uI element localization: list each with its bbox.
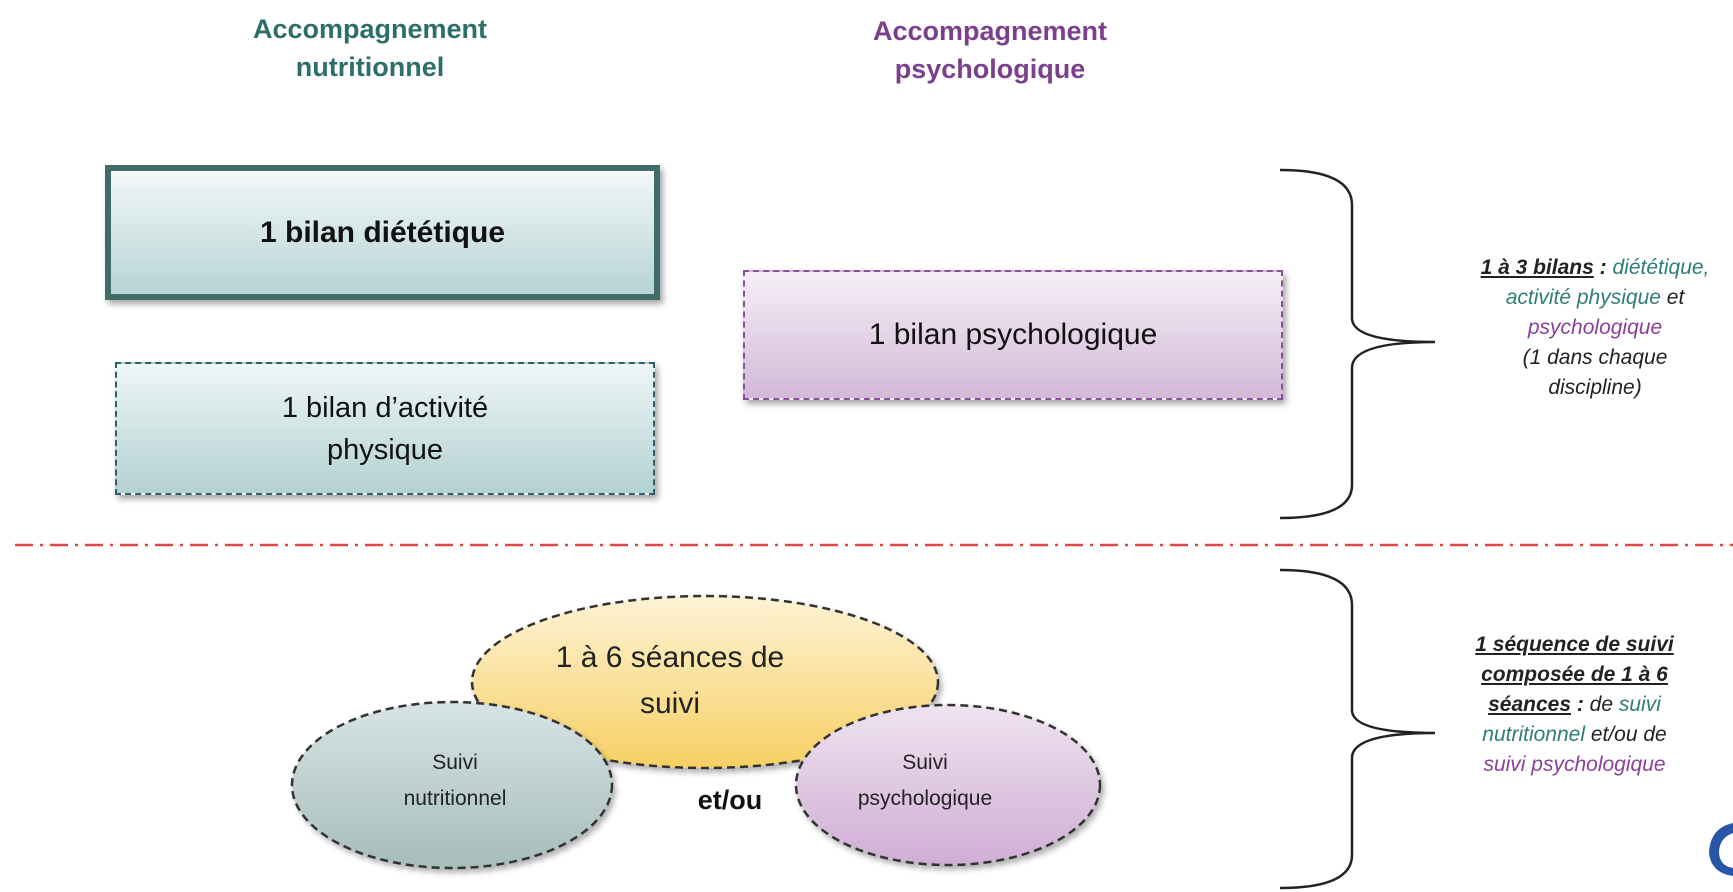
dietetic-assessment-label: 1 bilan diététique: [259, 215, 506, 249]
note-bottom-nutritionnel: nutritionnel: [1482, 723, 1585, 746]
follow-up-sessions-label: 1 à 6 séances de suivi: [520, 635, 820, 727]
note-top-et: et: [1660, 286, 1685, 309]
note-bottom-colon: :: [1571, 693, 1584, 716]
note-bottom-line1: 1 séquence de suivi: [1475, 633, 1674, 656]
note-top-psychologique: psychologique: [1527, 316, 1663, 339]
note-bottom-suivi-psy: suivi psychologique: [1483, 753, 1666, 776]
partial-logo-icon: [1709, 823, 1733, 876]
nutrition-column-title: Accompagnement nutritionnel: [195, 10, 545, 86]
note-top-paren1: (1 dans chaque: [1522, 346, 1668, 369]
psychological-assessment-label: 1 bilan psychologique: [868, 318, 1158, 351]
activity-label-line1: 1 bilan d’activité: [281, 391, 489, 424]
follow-up-sequence-note: 1 séquence de suivi composée de 1 à 6 sé…: [1437, 630, 1712, 780]
psychology-column-title: Accompagnement psychologique: [815, 12, 1165, 88]
note-bottom-suivi: suivi: [1618, 693, 1661, 716]
note-top-underlined: 1 à 3 bilans: [1480, 256, 1594, 279]
note-top-paren2: discipline): [1548, 376, 1642, 399]
note-top-dietetique: diététique,: [1612, 256, 1710, 279]
and-or-connector: et/ou: [697, 785, 763, 815]
top-brace: [1279, 168, 1436, 520]
note-bottom-line4: nutritionnel et/ou de: [1437, 720, 1712, 750]
activity-label-line2: physique: [326, 433, 444, 466]
note-bottom-de: de: [1583, 693, 1619, 716]
note-bottom-line2: composée de 1 à 6: [1481, 663, 1668, 686]
psy-follow-line1: Suivi: [902, 751, 948, 774]
bottom-brace: [1279, 568, 1436, 890]
note-bottom-line3: séances : de suivi: [1437, 690, 1712, 720]
physical-activity-assessment-box: 1 bilan d’activité physique: [115, 362, 655, 495]
psychological-assessment-box: 1 bilan psychologique: [743, 270, 1283, 400]
note-top-line2: activité physique et: [1435, 283, 1733, 313]
nutrition-follow-up-label: Suivi nutritionnel: [330, 745, 580, 817]
note-top-activite: activité physique: [1505, 286, 1661, 309]
note-bottom-etou: et/ou de: [1585, 723, 1667, 746]
note-bottom-seances: séances: [1488, 693, 1572, 716]
nutrition-title-line2: nutritionnel: [295, 52, 445, 82]
note-top-colon: :: [1593, 256, 1613, 279]
nutrition-title-line1: Accompagnement: [252, 14, 488, 44]
sessions-line1: 1 à 6 séances de: [555, 641, 785, 674]
psy-follow-line2: psychologique: [857, 787, 993, 810]
psychological-follow-up-label: Suivi psychologique: [800, 745, 1050, 817]
note-top-line1: 1 à 3 bilans : diététique,: [1435, 253, 1733, 283]
assessments-note: 1 à 3 bilans : diététique, activité phys…: [1435, 253, 1733, 403]
psychological-follow-up-ellipse: [794, 703, 1102, 867]
psychology-title-line1: Accompagnement: [872, 16, 1108, 46]
psychology-title-line2: psychologique: [894, 54, 1086, 84]
sessions-line2: suivi: [639, 687, 700, 720]
nutri-follow-line2: nutritionnel: [403, 787, 507, 810]
nutri-follow-line1: Suivi: [432, 751, 478, 774]
nutrition-follow-up-ellipse: [290, 700, 614, 870]
follow-up-sessions-ellipse: [470, 594, 940, 770]
dietetic-assessment-box: 1 bilan diététique: [105, 165, 660, 300]
